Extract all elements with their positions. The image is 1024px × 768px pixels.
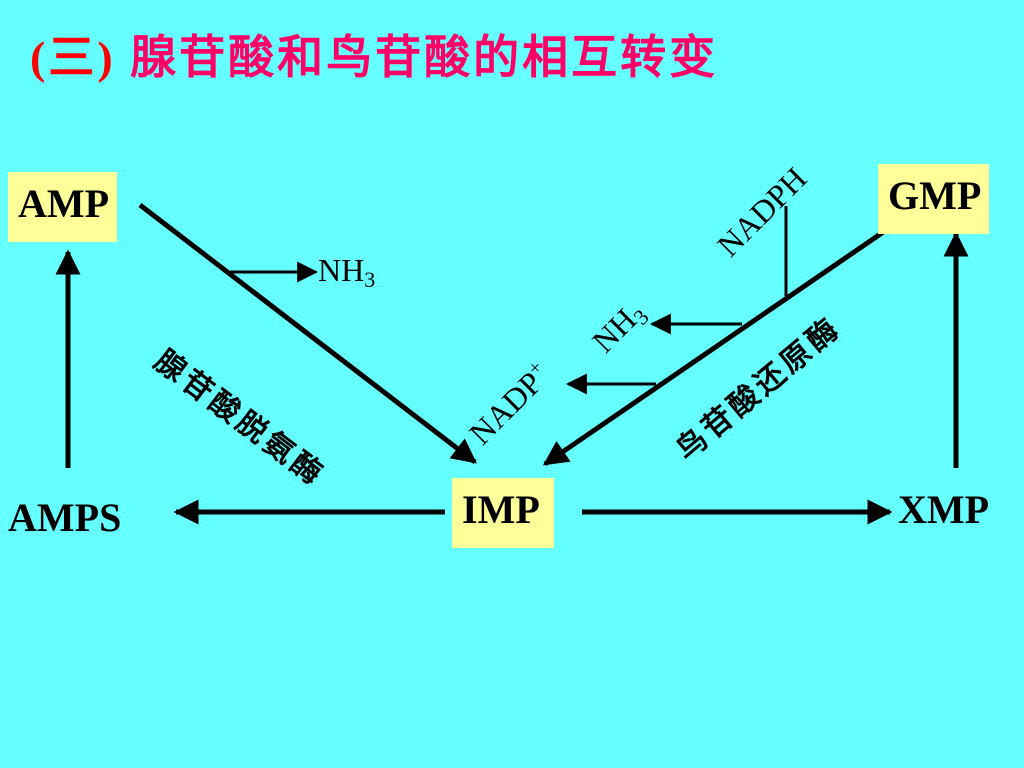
nh3-left-sub: 3 [364, 267, 376, 292]
node-imp: IMP [452, 478, 554, 548]
arrow-amp-to-imp [138, 203, 477, 464]
arrow-gmp-to-imp [542, 221, 897, 467]
nh3-left-base: NH [318, 252, 365, 288]
label-nh3-left: NH3 [318, 252, 375, 291]
node-gmp: GMP [878, 164, 990, 234]
title-text: 腺苷酸和鸟苷酸的相互转变 [130, 32, 719, 83]
node-amp: AMP [8, 172, 118, 242]
page-title: (三) 腺苷酸和鸟苷酸的相互转变 [30, 28, 718, 88]
node-xmp: XMP [898, 487, 990, 532]
title-prefix: (三) [30, 32, 116, 83]
node-amps: AMPS [8, 495, 122, 540]
